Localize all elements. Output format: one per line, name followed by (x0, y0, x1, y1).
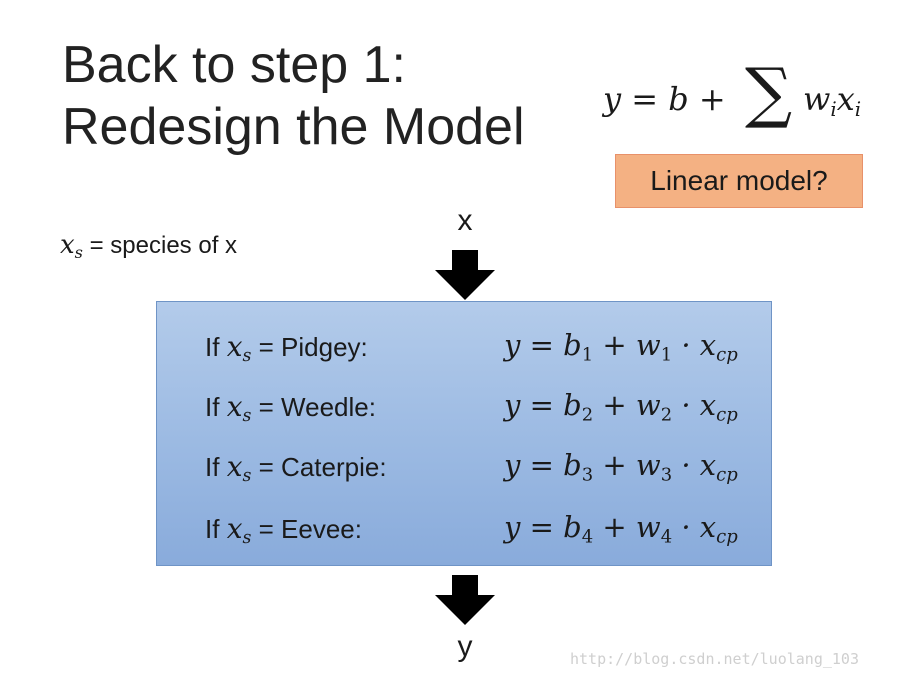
eq-x-sub: cp (716, 526, 738, 548)
eq-plus-w: + w (602, 388, 661, 422)
case-var: xs (226, 450, 252, 487)
case-var-sub: s (242, 466, 252, 487)
case-row: If xs = Pidgey: y = b1 + w1 · xcp (157, 320, 771, 370)
eq-y: y = b (504, 388, 582, 422)
formula-w: w (803, 80, 831, 118)
case-species: = Weedle: (258, 392, 376, 422)
slide-title: Back to step 1: Redesign the Model (62, 34, 525, 158)
case-condition: If xs = Eevee: (205, 512, 362, 549)
eq-b-sub: 1 (581, 344, 594, 366)
definition-text: = species of x (89, 232, 238, 259)
case-species: = Pidgey: (258, 332, 368, 362)
eq-dot-x: · x (681, 510, 717, 544)
summation-symbol: ∑ (745, 54, 793, 131)
case-var-x: x (226, 330, 243, 363)
case-var-sub: s (242, 528, 252, 549)
formula-x: x (836, 80, 855, 118)
species-cases-panel: If xs = Pidgey: y = b1 + w1 · xcp If xs … (156, 301, 772, 566)
formula-term: wixi (803, 80, 862, 121)
case-prefix: If (205, 514, 220, 544)
linear-model-formula: y = b + ∑ wixi (603, 54, 883, 138)
case-var: xs (226, 390, 252, 427)
eq-w-sub: 3 (660, 464, 673, 486)
case-condition: If xs = Caterpie: (205, 450, 387, 487)
case-equation: y = b3 + w3 · xcp (504, 448, 738, 486)
case-var-sub: s (242, 346, 252, 367)
eq-dot-x: · x (681, 328, 717, 362)
eq-y: y = b (504, 328, 582, 362)
eq-plus-w: + w (602, 328, 661, 362)
case-var-x: x (226, 450, 243, 483)
case-row: If xs = Eevee: y = b4 + w4 · xcp (157, 502, 771, 552)
title-line-1: Back to step 1: (62, 36, 406, 94)
eq-y: y = b (504, 510, 582, 544)
formula-lhs: y = b + (603, 80, 726, 118)
eq-plus-w: + w (602, 510, 661, 544)
case-prefix: If (205, 332, 220, 362)
eq-x-sub: cp (716, 344, 738, 366)
eq-dot-x: · x (681, 388, 717, 422)
case-prefix: If (205, 452, 220, 482)
case-species: = Caterpie: (258, 452, 387, 482)
eq-dot-x: · x (681, 448, 717, 482)
case-var-x: x (226, 512, 243, 545)
eq-plus-w: + w (602, 448, 661, 482)
eq-w-sub: 2 (660, 404, 673, 426)
case-equation: y = b1 + w1 · xcp (504, 328, 738, 366)
case-row: If xs = Caterpie: y = b3 + w3 · xcp (157, 440, 771, 490)
linear-model-badge: Linear model? (615, 154, 863, 208)
case-condition: If xs = Weedle: (205, 390, 376, 427)
eq-w-sub: 1 (660, 344, 673, 366)
species-definition: xs = species of x (60, 230, 237, 260)
eq-x-sub: cp (716, 464, 738, 486)
case-var-x: x (226, 390, 243, 423)
eq-y: y = b (504, 448, 582, 482)
case-row: If xs = Weedle: y = b2 + w2 · xcp (157, 380, 771, 430)
eq-w-sub: 4 (660, 526, 673, 548)
output-label: y (457, 630, 473, 663)
title-line-2: Redesign the Model (62, 98, 525, 156)
formula-w-sub: i (830, 97, 837, 121)
eq-b-sub: 4 (581, 526, 594, 548)
case-condition: If xs = Pidgey: (205, 330, 368, 367)
definition-x-sub: s (74, 242, 83, 262)
case-equation: y = b4 + w4 · xcp (504, 510, 738, 548)
eq-x-sub: cp (716, 404, 738, 426)
eq-b-sub: 2 (581, 404, 594, 426)
formula-x-sub: i (854, 97, 862, 121)
case-species: = Eevee: (258, 514, 362, 544)
eq-b-sub: 3 (581, 464, 594, 486)
definition-x: x (60, 230, 75, 260)
case-var: xs (226, 512, 252, 549)
definition-var: xs (60, 230, 83, 260)
case-prefix: If (205, 392, 220, 422)
watermark-url: http://blog.csdn.net/luolang_103 (570, 650, 859, 668)
case-var-sub: s (242, 406, 252, 427)
case-equation: y = b2 + w2 · xcp (504, 388, 738, 426)
input-label: x (457, 204, 473, 237)
case-var: xs (226, 330, 252, 367)
